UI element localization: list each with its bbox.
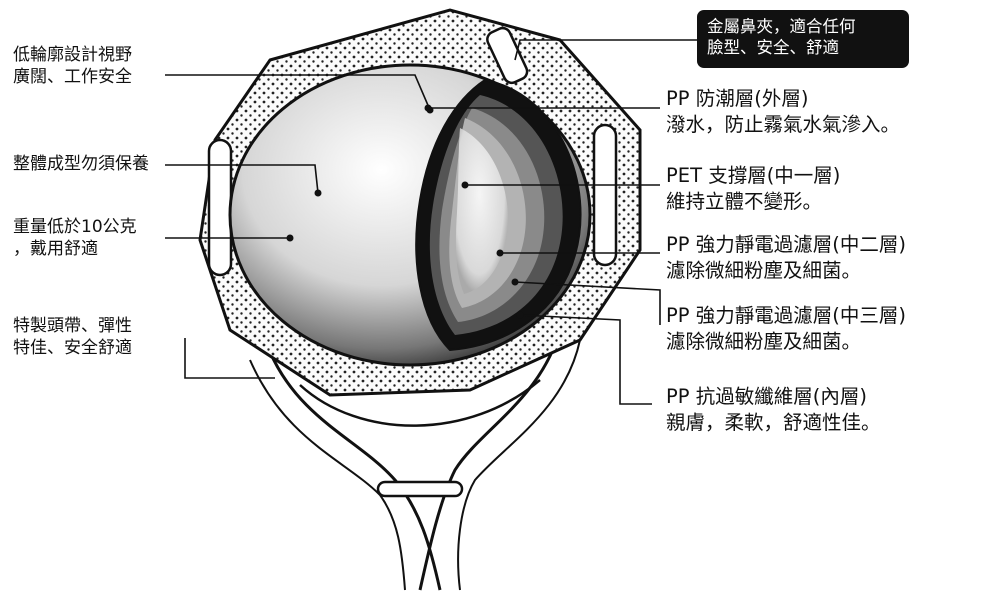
label-headband-line2: 特佳、安全舒適 xyxy=(13,338,132,359)
headband-strap xyxy=(249,329,581,591)
leader-lines xyxy=(165,39,697,405)
right-strap-slot xyxy=(592,123,618,267)
label-filter-layer-3-line1: PP 強力靜電過濾層(中三層) xyxy=(666,304,906,327)
label-lightweight-line1: 重量低於10公克 xyxy=(13,217,137,237)
label-inner-layer-line1: PP 抗過敏纖維層(內層) xyxy=(666,385,867,408)
nose-clip-badge-line2: 臉型、安全、舒適 xyxy=(707,38,839,58)
label-headband-line1: 特製頭帶、彈性 xyxy=(13,316,132,336)
label-outer-layer-line1: PP 防潮層(外層) xyxy=(666,87,809,110)
label-filter-layer-2-line2: 濾除微細粉塵及細菌。 xyxy=(666,258,862,282)
label-outer-layer: PP 防潮層(外層) 潑水，防止霧氣水氣滲入。 xyxy=(666,86,900,137)
label-support-layer-line2: 維持立體不變形。 xyxy=(666,189,823,213)
label-headband: 特製頭帶、彈性 特佳、安全舒適 xyxy=(13,315,132,360)
layer-cutaway xyxy=(415,78,582,352)
label-low-profile: 低輪廓設計視野 廣闊、工作安全 xyxy=(13,44,132,89)
label-molded: 整體成型勿須保養 xyxy=(13,153,149,175)
label-filter-layer-2-line1: PP 強力靜電過濾層(中二層) xyxy=(666,233,906,256)
label-filter-layer-2: PP 強力靜電過濾層(中二層) 濾除微細粉塵及細菌。 xyxy=(666,232,906,283)
label-inner-layer: PP 抗過敏纖維層(內層) 親膚，柔軟，舒適性佳。 xyxy=(666,384,881,435)
nose-clip-badge: 金屬鼻夾，適合任何 臉型、安全、舒適 xyxy=(697,10,909,68)
label-filter-layer-3-line2: 濾除微細粉塵及細菌。 xyxy=(666,329,862,353)
label-outer-layer-line2: 潑水，防止霧氣水氣滲入。 xyxy=(666,112,901,136)
left-strap-slot xyxy=(207,138,233,277)
leader-dots xyxy=(286,104,524,319)
label-lightweight-line2: ，戴用舒適 xyxy=(13,239,98,260)
label-lightweight: 重量低於10公克 ，戴用舒適 xyxy=(13,216,137,261)
label-low-profile-line2: 廣闊、工作安全 xyxy=(13,67,132,88)
label-support-layer-line1: PET 支撐層(中一層) xyxy=(666,164,841,187)
label-molded-line1: 整體成型勿須保養 xyxy=(13,154,149,174)
label-filter-layer-3: PP 強力靜電過濾層(中三層) 濾除微細粉塵及細菌。 xyxy=(666,303,906,354)
label-low-profile-line1: 低輪廓設計視野 xyxy=(13,45,132,65)
nose-clip-badge-line1: 金屬鼻夾，適合任何 xyxy=(707,17,856,36)
label-inner-layer-line2: 親膚，柔軟，舒適性佳。 xyxy=(666,410,881,434)
label-support-layer: PET 支撐層(中一層) 維持立體不變形。 xyxy=(666,163,840,214)
